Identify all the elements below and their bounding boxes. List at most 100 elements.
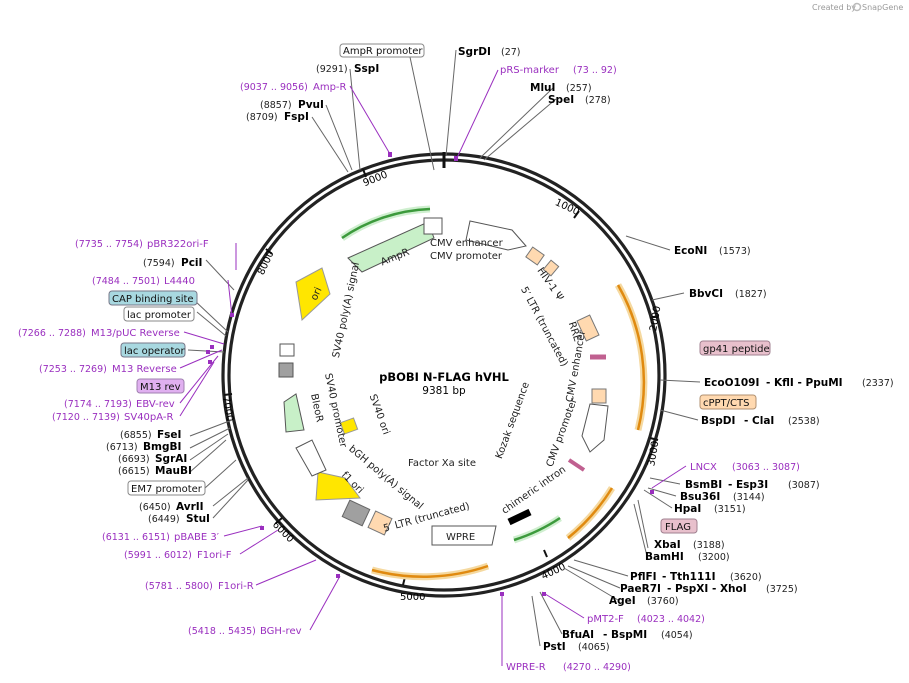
label-gp41: gp41 peptide bbox=[703, 344, 770, 355]
label-m13-rev: M13 rev bbox=[140, 382, 181, 393]
feature-vhl-black bbox=[507, 508, 532, 526]
enzyme-ecoo109i-pos: (2337) bbox=[862, 378, 894, 389]
box-lac-promoter bbox=[123, 306, 195, 322]
primer-ebv-pos: (7174 .. 7193) bbox=[64, 399, 132, 410]
primer-prs-marker-pos: (73 .. 92) bbox=[573, 65, 617, 76]
enzyme-fspi: FspI bbox=[284, 111, 309, 123]
primer-m13rev: M13 Reverse bbox=[112, 364, 177, 375]
primer-f1orif: F1ori-F bbox=[197, 550, 232, 561]
enzyme-bsmbi-pos: (3087) bbox=[788, 480, 820, 491]
label-sv40-ori: SV40 ori bbox=[367, 393, 392, 436]
label-sv40-promoter: SV40 promoter bbox=[322, 372, 349, 449]
snapgene-logo-icon bbox=[852, 2, 862, 12]
primer-m13puc: M13/pUC Reverse bbox=[91, 328, 180, 339]
enzyme-xbai: XbaI bbox=[654, 539, 681, 551]
feature-ampr-promoter bbox=[423, 217, 443, 235]
feature-wpre bbox=[431, 525, 497, 546]
enzyme-maubi: MauBI bbox=[155, 465, 192, 477]
enzyme-xbai-pos: (3188) bbox=[693, 540, 725, 551]
created-by-text: Created by bbox=[812, 3, 856, 12]
box-m13-rev bbox=[136, 378, 185, 394]
label-flag: FLAG bbox=[665, 522, 691, 533]
enzyme-bsmbi: BsmBI bbox=[685, 479, 722, 491]
enzyme-agei-pos: (3760) bbox=[647, 596, 679, 607]
primer-l4440-pos: (7484 .. 7501) bbox=[92, 276, 160, 287]
primer-amp-r: Amp-R bbox=[313, 82, 347, 93]
label-wpre: WPRE bbox=[446, 532, 475, 543]
enzyme-bbvci: BbvCI bbox=[689, 288, 723, 300]
feature-rre bbox=[576, 314, 600, 342]
enzyme-psti: PstI bbox=[543, 641, 566, 653]
label-cmv-promoter: CMV promoter bbox=[430, 251, 503, 262]
primer-sv40pa: SV40pA-R bbox=[124, 412, 173, 423]
primer-l4440: L4440 bbox=[164, 276, 195, 287]
enzyme-paer7i-pos: (3725) bbox=[766, 584, 798, 595]
enzyme-pcii: PciI bbox=[181, 257, 202, 269]
feature-lac-cluster bbox=[279, 343, 295, 357]
tick-label-2000: 2000 bbox=[648, 305, 663, 332]
primer-pbabe-pos: (6131 .. 6151) bbox=[102, 532, 170, 543]
feature-em7 bbox=[278, 362, 294, 378]
feature-sv40-ori bbox=[339, 417, 359, 435]
primer-m13puc-pos: (7266 .. 7288) bbox=[18, 328, 86, 339]
box-flag bbox=[660, 518, 698, 534]
box-cap-binding bbox=[108, 290, 198, 306]
box-cppt bbox=[699, 394, 757, 410]
label-cmv-promoter-2: CMV promoter bbox=[545, 396, 580, 468]
enzyme-sspi: SspI bbox=[354, 63, 379, 75]
enzyme-fspi-pos: (8709) bbox=[246, 112, 278, 123]
enzyme-mlui-pos: (257) bbox=[566, 83, 592, 94]
label-lac-operator: lac operator bbox=[124, 346, 185, 357]
feature-arc-gag-line bbox=[616, 284, 646, 431]
primer-f1orir-pos: (5781 .. 5800) bbox=[145, 581, 213, 592]
primer-pmt2: pMT2-F bbox=[587, 614, 624, 625]
snapgene-brand: SnapGene bbox=[862, 3, 903, 12]
enzyme-pvui-pos: (8857) bbox=[260, 100, 292, 111]
primer-f1orir: F1ori-R bbox=[218, 581, 254, 592]
enzyme-avrii-pos: (6450) bbox=[139, 502, 171, 513]
enzyme-bmgbi-pos: (6713) bbox=[106, 442, 138, 453]
label-factor-xa: Factor Xa site bbox=[408, 458, 476, 469]
primer-lncx: LNCX bbox=[690, 462, 717, 473]
label-cmv-enhancer-2: CMV enhancer bbox=[565, 329, 589, 403]
enzyme-agei: AgeI bbox=[609, 595, 636, 607]
primer-ebv: EBV-rev bbox=[136, 399, 175, 410]
label-ampr-promoter: AmpR promoter bbox=[343, 46, 423, 57]
primer-pbr322-pos: (7735 .. 7754) bbox=[75, 239, 143, 250]
plasmid-size: 9381 bp bbox=[422, 385, 466, 397]
label-cppt: cPPT/CTS bbox=[703, 398, 749, 409]
enzyme-maubi-pos: (6615) bbox=[118, 466, 150, 477]
enzyme-paer7i: PaeR7I bbox=[620, 583, 661, 595]
primer-pbabe: pBABE 3′ bbox=[174, 532, 220, 543]
label-lac-promoter: lac promoter bbox=[127, 310, 192, 321]
enzyme-pflfi-pos: (3620) bbox=[730, 572, 762, 583]
enzyme-econi-pos: (1573) bbox=[719, 246, 751, 257]
enzyme-paer7i-extra: - PspXI - XhoI bbox=[667, 583, 747, 595]
tick-label-3000: 3000 bbox=[646, 440, 661, 467]
feature-cppt bbox=[591, 388, 607, 404]
enzyme-sspi-pos: (9291) bbox=[316, 64, 348, 75]
feature-cmv-enhancer bbox=[465, 220, 527, 251]
primer-leader-lines bbox=[179, 69, 687, 666]
enzyme-pvui: PvuI bbox=[298, 99, 324, 111]
enzyme-sgrai: SgrAI bbox=[155, 453, 187, 465]
enzyme-avrii: AvrII bbox=[176, 501, 204, 513]
plasmid-name: pBOBI N-FLAG hVHL bbox=[379, 370, 509, 384]
enzyme-pcii-pos: (7594) bbox=[143, 258, 175, 269]
tick-label-9000: 9000 bbox=[362, 169, 390, 189]
enzyme-bbvci-pos: (1827) bbox=[735, 289, 767, 300]
primer-sv40pa-pos: (7120 .. 7139) bbox=[52, 412, 120, 423]
enzyme-psti-pos: (4065) bbox=[578, 642, 610, 653]
feature-arc-gag bbox=[614, 283, 648, 431]
primer-pbr322: pBR322ori-F bbox=[147, 239, 209, 250]
feature-arc-ampr-line bbox=[341, 207, 431, 240]
feature-hiv-psi bbox=[525, 246, 545, 266]
feature-flag bbox=[567, 458, 586, 472]
label-cmv-enhancer: CMV enhancer bbox=[430, 238, 504, 249]
primer-amp-r-pos: (9037 .. 9056) bbox=[240, 82, 308, 93]
enzyme-hpai: HpaI bbox=[674, 503, 701, 515]
feature-ampr bbox=[347, 221, 435, 273]
primer-wpre-r-pos: (4270 .. 4290) bbox=[563, 662, 631, 673]
enzyme-bsu36i-pos: (3144) bbox=[733, 492, 765, 503]
